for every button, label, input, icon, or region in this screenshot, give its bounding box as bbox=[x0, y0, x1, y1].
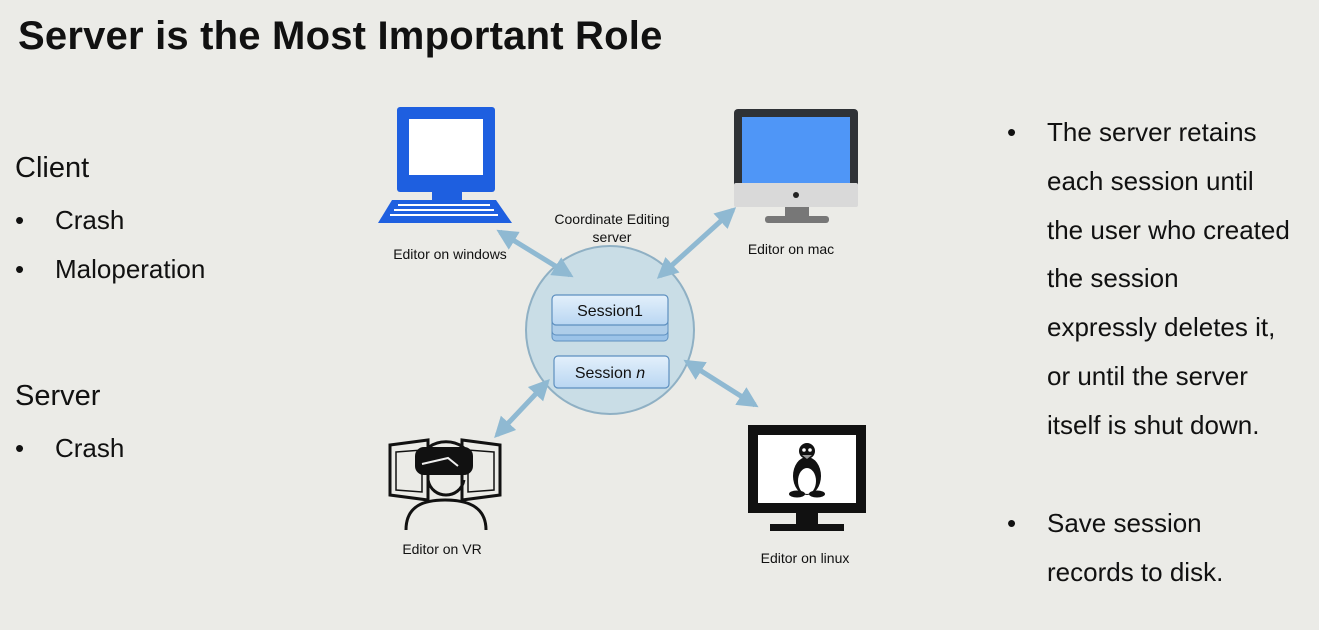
tux-penguin-icon bbox=[789, 443, 825, 498]
right-bullet-dot-1: • bbox=[1007, 117, 1017, 147]
session-stack: Session1 Session n bbox=[551, 294, 670, 389]
server-heading: Server bbox=[15, 380, 101, 412]
session-n-label: Session n bbox=[575, 365, 645, 382]
session-n-box bbox=[553, 355, 670, 389]
bullet-dot: • bbox=[15, 433, 25, 463]
bullet-text: Crash bbox=[55, 433, 125, 463]
bullet-dot: • bbox=[15, 254, 25, 284]
right-note-retains: The server retains each session until th… bbox=[1047, 117, 1290, 440]
session1-box bbox=[551, 294, 669, 326]
editor-windows-label: Editor on windows bbox=[393, 246, 507, 262]
editor-mac-label: Editor on mac bbox=[748, 241, 834, 257]
bullet-text: Crash bbox=[55, 205, 125, 235]
connection-arrows bbox=[494, 207, 759, 439]
session-n-prefix: Session bbox=[575, 365, 636, 382]
editor-linux-label: Editor on linux bbox=[761, 550, 850, 566]
arrow-windows bbox=[496, 229, 574, 278]
client-heading: Client bbox=[15, 152, 90, 184]
right-bullet-dot-2: • bbox=[1007, 508, 1017, 538]
editor-vr-label: Editor on VR bbox=[402, 541, 481, 557]
windows-computer-icon bbox=[378, 107, 512, 223]
right-note-save: Save session records to disk. bbox=[1047, 508, 1224, 587]
mac-computer-icon bbox=[734, 109, 858, 223]
arrow-linux bbox=[683, 359, 759, 408]
center-label-line1: Coordinate Editing bbox=[554, 211, 669, 227]
session-n-var: n bbox=[636, 365, 645, 382]
session1-label: Session1 bbox=[577, 303, 643, 320]
arrow-mac bbox=[656, 207, 737, 279]
center-label-line2: server bbox=[593, 229, 632, 245]
vr-headset-icon bbox=[388, 438, 502, 531]
bullet-text: Maloperation bbox=[55, 254, 206, 284]
bullet-dot: • bbox=[15, 205, 25, 235]
slide-title: Server is the Most Important Role bbox=[18, 14, 663, 58]
arrow-vr bbox=[494, 378, 550, 439]
linux-computer-icon bbox=[748, 425, 866, 531]
